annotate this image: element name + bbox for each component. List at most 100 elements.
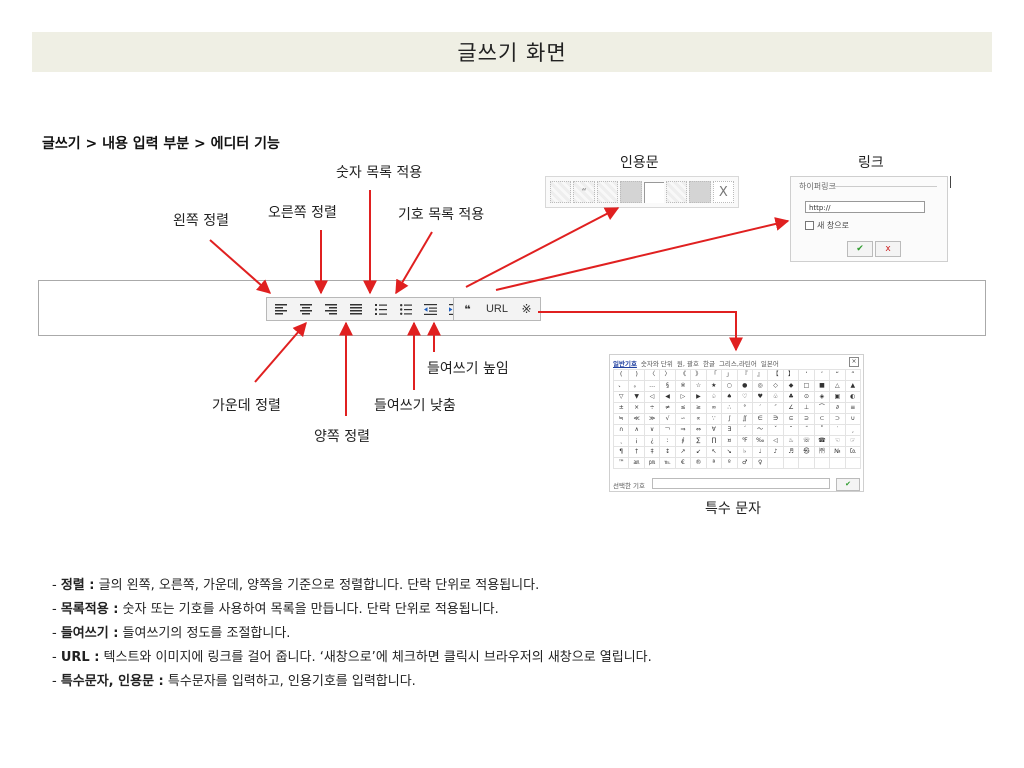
symbol-cell[interactable]: ￢	[660, 425, 676, 436]
symbol-cell[interactable]: ≤	[675, 403, 692, 414]
symbol-cell[interactable]: ◁	[768, 436, 784, 447]
symbol-cell[interactable]: ˙	[830, 425, 846, 436]
tab-general-symbols[interactable]: 일반기호	[613, 360, 637, 368]
symbol-cell[interactable]: ∠	[783, 403, 800, 414]
symbol-cell[interactable]: ː	[660, 436, 676, 447]
symbol-cell[interactable]	[830, 458, 846, 469]
symbol-cell[interactable]: ≫	[644, 414, 661, 425]
symbol-cell[interactable]: 《	[675, 370, 692, 381]
symbol-cell[interactable]: ’	[814, 370, 831, 381]
symbol-cell[interactable]: ♪	[768, 447, 784, 458]
symbol-cell[interactable]: ∴	[722, 403, 738, 414]
symbol-cell[interactable]: ¡	[629, 436, 645, 447]
link-cancel-button[interactable]: x	[875, 241, 901, 257]
bullet-list-button[interactable]	[394, 299, 417, 319]
symbol-cell[interactable]: ¤	[722, 436, 738, 447]
symbol-cell[interactable]: ‰	[752, 436, 769, 447]
symbol-cell[interactable]: ↘	[722, 447, 738, 458]
symbol-cell[interactable]: ∫	[722, 414, 738, 425]
symbol-cell[interactable]	[783, 458, 800, 469]
symbol-cell[interactable]: ″	[768, 403, 784, 414]
symbol-cell[interactable]: ☆	[691, 381, 707, 392]
symbol-cell[interactable]: †	[629, 447, 645, 458]
symbol-cell[interactable]: ℉	[737, 436, 753, 447]
symbol-cell[interactable]: ≠	[660, 403, 676, 414]
symbol-cell[interactable]: €	[675, 458, 692, 469]
tab-numbers-units[interactable]: 숫자와 단위	[640, 360, 673, 368]
symbol-cell[interactable]: ′	[752, 403, 769, 414]
symbol-cell[interactable]: ★	[706, 381, 723, 392]
symbol-cell[interactable]: ♭	[737, 447, 753, 458]
symbol-cell[interactable]: ☞	[845, 436, 861, 447]
symbol-cell[interactable]: ♀	[752, 458, 769, 469]
symbol-cell[interactable]: ↙	[691, 447, 707, 458]
symbol-cell[interactable]: ∨	[644, 425, 661, 436]
tab-greek-latin[interactable]: 그리스,라틴어	[718, 360, 757, 368]
symbol-cell[interactable]: ♡	[737, 392, 753, 403]
symbol-cell[interactable]: ¿	[644, 436, 661, 447]
symbol-cell[interactable]: ∝	[691, 414, 707, 425]
symbol-cell[interactable]: 〉	[660, 370, 676, 381]
symbol-cell[interactable]: ♠	[722, 392, 738, 403]
special-chars-close-button[interactable]: ×	[849, 357, 859, 367]
symbol-cell[interactable]: ↗	[675, 447, 692, 458]
symbol-cell[interactable]: ▲	[845, 381, 861, 392]
symbol-cell[interactable]: 》	[691, 370, 707, 381]
symbol-cell[interactable]: ※	[675, 381, 692, 392]
special-chars-button[interactable]: ※	[515, 299, 538, 319]
symbol-cell[interactable]: ㉿	[799, 447, 815, 458]
link-ok-button[interactable]: ✔	[847, 241, 873, 257]
symbol-cell[interactable]: ÷	[644, 403, 661, 414]
symbol-cell[interactable]: ●	[737, 381, 753, 392]
symbol-cell[interactable]: ↕	[660, 447, 676, 458]
symbol-cell[interactable]: ♩	[752, 447, 769, 458]
symbol-cell[interactable]: ∬	[737, 414, 753, 425]
symbol-cell[interactable]: ▣	[830, 392, 846, 403]
symbol-cell[interactable]: ⊂	[814, 414, 831, 425]
symbol-cell[interactable]: §	[660, 381, 676, 392]
symbol-cell[interactable]: ⊥	[799, 403, 815, 414]
symbol-cell[interactable]: ª	[706, 458, 723, 469]
symbol-cell[interactable]: ∽	[675, 414, 692, 425]
symbol-cell[interactable]: ㏂	[629, 458, 645, 469]
symbol-cell[interactable]: ∈	[752, 414, 769, 425]
quote-style-4[interactable]	[620, 181, 642, 203]
symbol-cell[interactable]: ㏘	[644, 458, 661, 469]
symbol-cell[interactable]: 」	[722, 370, 738, 381]
quote-close-button[interactable]: X	[712, 181, 734, 203]
symbol-cell[interactable]: ⊇	[799, 414, 815, 425]
symbol-cell[interactable]: ♥	[752, 392, 769, 403]
align-left-button[interactable]	[269, 299, 292, 319]
symbol-cell[interactable]: ⊃	[830, 414, 846, 425]
symbol-cell[interactable]: ♣	[783, 392, 800, 403]
symbol-cell[interactable]: ∑	[691, 436, 707, 447]
symbol-cell[interactable]: ‘	[799, 370, 815, 381]
quote-style-2[interactable]: “	[573, 181, 595, 203]
symbol-cell[interactable]: ◁	[644, 392, 661, 403]
symbol-cell[interactable]: ◆	[783, 381, 800, 392]
symbol-cell[interactable]: ∩	[614, 425, 630, 436]
symbol-cell[interactable]: “	[830, 370, 846, 381]
symbol-cell[interactable]: ˇ	[768, 425, 784, 436]
symbol-cell[interactable]: ∃	[722, 425, 738, 436]
symbol-cell[interactable]: ◎	[752, 381, 769, 392]
symbol-cell[interactable]: ◈	[814, 392, 831, 403]
symbol-cell[interactable]: ±	[614, 403, 630, 414]
symbol-cell[interactable]: ‡	[644, 447, 661, 458]
tab-circles-brackets[interactable]: 원, 괄호	[676, 360, 699, 368]
symbol-cell[interactable]: △	[830, 381, 846, 392]
new-window-checkbox[interactable]: 새 창으로	[805, 220, 849, 231]
symbol-cell[interactable]: ♧	[768, 392, 784, 403]
symbol-cell[interactable]: ♂	[737, 458, 753, 469]
symbol-cell[interactable]: ▼	[629, 392, 645, 403]
symbol-cell[interactable]: ∂	[830, 403, 846, 414]
symbol-cell[interactable]: ¸	[845, 425, 861, 436]
symbol-cell[interactable]: )	[629, 370, 645, 381]
symbol-cell[interactable]: ˛	[614, 436, 630, 447]
symbol-cell[interactable]: ≒	[614, 414, 630, 425]
symbol-cell[interactable]: ♤	[706, 392, 723, 403]
symbol-cell[interactable]: ↖	[706, 447, 723, 458]
symbol-cell[interactable]: ▷	[675, 392, 692, 403]
symbol-cell[interactable]: 』	[752, 370, 769, 381]
symbol-cell[interactable]: ☜	[830, 436, 846, 447]
